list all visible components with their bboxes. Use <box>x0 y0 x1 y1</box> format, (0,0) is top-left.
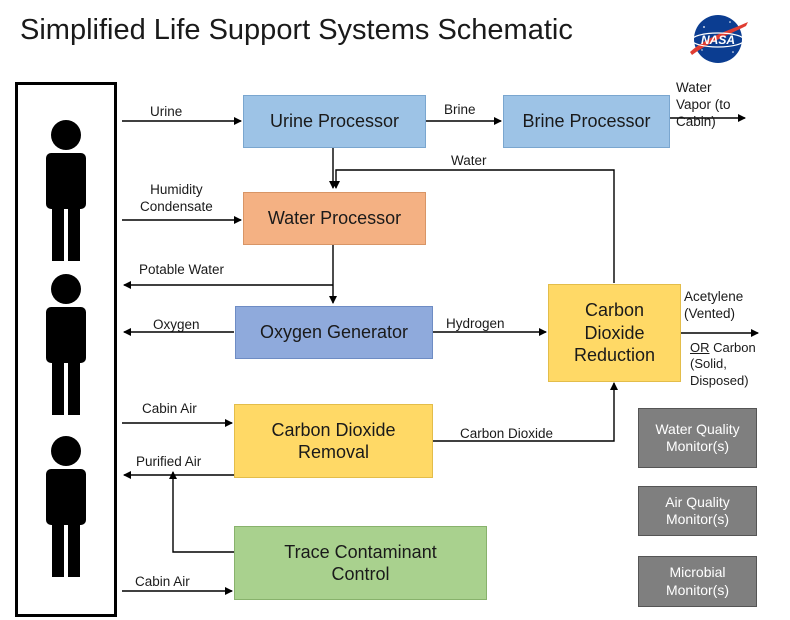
flow-label-line: OR Carbon <box>690 340 756 356</box>
flow-label-line: Cabin) <box>676 113 716 129</box>
trace-contaminant-label-line2: Control <box>331 564 390 584</box>
flow-label-line: (Solid, <box>690 356 727 372</box>
flow-label-line: Humidity <box>150 182 203 197</box>
co2-reduction-label-line3: Reduction <box>573 345 656 366</box>
monitor-label-line1: Air Quality <box>665 493 730 510</box>
person-icon <box>46 120 86 261</box>
water-processor-label: Water Processor <box>267 208 402 229</box>
person-icon <box>46 436 86 577</box>
brine-processor-box: Brine Processor <box>503 95 670 148</box>
monitor-label-line1: Microbial <box>669 564 726 580</box>
flow-label-brine: Brine <box>444 102 476 117</box>
water-processor-box: Water Processor <box>243 192 426 245</box>
arrow-carbon-dioxide <box>433 382 618 442</box>
flow-label-cabin-air-1: Cabin Air <box>142 401 197 416</box>
flow-label-acetylene: Acetylene (Vented) <box>684 289 743 323</box>
co2-removal-label-line1: Carbon Dioxide <box>271 419 396 440</box>
carbon-text: Carbon <box>709 340 756 355</box>
co2-reduction-box: Carbon Dioxide Reduction <box>548 284 681 382</box>
arrow-trace-to-purified <box>169 471 234 553</box>
trace-contaminant-box: Trace Contaminant Control <box>234 526 487 600</box>
person-icon <box>46 274 86 415</box>
flow-label-line: Disposed) <box>690 372 749 388</box>
nasa-logo: NASA <box>690 15 748 63</box>
flow-label-water: Water <box>451 153 487 168</box>
flow-label-purified-air: Purified Air <box>136 454 202 469</box>
flow-label-potable-water: Potable Water <box>139 262 225 277</box>
flow-label-line: Acetylene <box>684 289 744 304</box>
flow-label-line: Water <box>676 80 712 95</box>
monitor-label-line2: Monitor(s) <box>665 438 729 454</box>
flow-label-humidity: Humidity Condensate <box>140 182 213 216</box>
flow-label-or-carbon: OR Carbon (Solid, Disposed) <box>690 340 756 389</box>
page-title: Simplified Life Support Systems Schemati… <box>20 14 573 46</box>
flow-label-line: (Vented) <box>684 305 736 321</box>
urine-processor-label: Urine Processor <box>269 111 400 132</box>
flow-label-hydrogen: Hydrogen <box>446 316 505 331</box>
monitor-label-line2: Monitor(s) <box>665 581 729 598</box>
oxygen-generator-label: Oxygen Generator <box>259 322 409 343</box>
co2-removal-box: Carbon Dioxide Removal <box>234 404 433 478</box>
or-text: OR <box>690 340 710 355</box>
water-quality-monitor-box: Water Quality Monitor(s) <box>638 408 757 468</box>
microbial-monitor-box: Microbial Monitor(s) <box>638 556 757 607</box>
monitor-label-line2: Monitor(s) <box>665 511 729 527</box>
crew-panel <box>15 82 117 617</box>
flow-label-water-vapor: Water Vapor (to Cabin) <box>676 80 731 131</box>
flow-label-oxygen: Oxygen <box>153 317 200 332</box>
flow-label-cabin-air-2: Cabin Air <box>135 574 190 589</box>
svg-text:NASA: NASA <box>701 33 735 47</box>
co2-reduction-label-line1: Carbon <box>584 300 645 321</box>
flow-label-line: Vapor (to <box>676 96 731 112</box>
trace-contaminant-label-line1: Trace Contaminant <box>284 541 437 562</box>
monitor-label-line1: Water Quality <box>655 420 740 437</box>
flow-label-carbon-dioxide: Carbon Dioxide <box>460 426 554 441</box>
urine-processor-box: Urine Processor <box>243 95 426 148</box>
flow-label-line: Condensate <box>140 198 213 214</box>
air-quality-monitor-box: Air Quality Monitor(s) <box>638 486 757 536</box>
arrow-recycled-water <box>332 169 615 283</box>
oxygen-generator-box: Oxygen Generator <box>235 306 433 359</box>
brine-processor-label: Brine Processor <box>522 111 651 132</box>
co2-reduction-label-line2: Dioxide <box>584 322 645 343</box>
flow-label-urine: Urine <box>150 104 183 119</box>
co2-removal-label-line2: Removal <box>297 442 370 462</box>
